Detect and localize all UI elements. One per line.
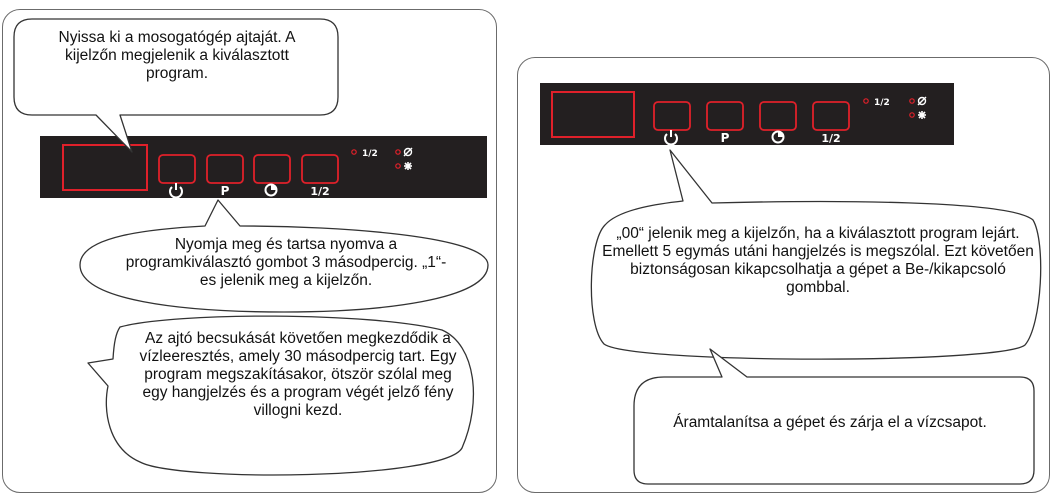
program-icon: P (221, 184, 230, 198)
power-icon (169, 183, 183, 199)
timer-button[interactable] (759, 101, 797, 131)
salt-indicator-led (909, 98, 915, 104)
salt-indicator-icon (917, 96, 927, 106)
half-load-indicator: 1/2 (362, 149, 378, 159)
callout-open-door: Nyissa ki a mosogatógép ajtaját. A kijel… (58, 29, 296, 82)
rinse-aid-indicator-led (909, 112, 915, 118)
salt-indicator-icon (403, 147, 413, 157)
timer-icon (264, 183, 278, 197)
display-window (551, 91, 635, 138)
salt-indicator-led (395, 149, 401, 155)
half-load-button[interactable] (301, 154, 339, 184)
callout-bubble-program-end (590, 149, 1042, 360)
callout-bubble-unplug (633, 348, 1035, 485)
half-load-indicator: 1/2 (874, 98, 890, 108)
panel-body (540, 83, 954, 145)
program-icon: P (721, 131, 730, 145)
callout-bubble-open-door (13, 18, 339, 153)
callout-program-end: „00“ jelenik meg a kijelzőn, ha a kivála… (602, 225, 1034, 296)
rinse-aid-indicator-icon (918, 111, 926, 119)
display-window (62, 144, 148, 191)
program-button[interactable] (706, 101, 744, 131)
half-load-icon: 1/2 (310, 185, 329, 198)
panel-body (40, 136, 487, 198)
half-load-button[interactable] (812, 101, 850, 131)
callout-hold-program: Nyomja meg és tartsa nyomva a programkiv… (125, 236, 447, 289)
half-load-indicator-led (863, 98, 869, 104)
callout-unplug: Áramtalanítsa a gépet és zárja el a vízc… (673, 414, 987, 431)
timer-icon (771, 130, 785, 144)
half-load-indicator-led (351, 149, 357, 155)
control-panel-left: P 1/2 1/2 (40, 136, 487, 199)
power-icon (664, 130, 678, 146)
control-panel-right: P 1/2 1/2 (540, 83, 954, 146)
rinse-aid-indicator-led (395, 163, 401, 169)
callout-bubble-hold-program (79, 199, 489, 313)
rinse-aid-indicator-icon (404, 162, 412, 170)
program-button[interactable] (206, 154, 244, 184)
callout-bubble-drain (87, 315, 475, 476)
timer-button[interactable] (253, 154, 291, 184)
callout-drain: Az ajtó becsukását követően megkezdődik … (139, 330, 457, 419)
half-load-icon: 1/2 (821, 132, 840, 145)
